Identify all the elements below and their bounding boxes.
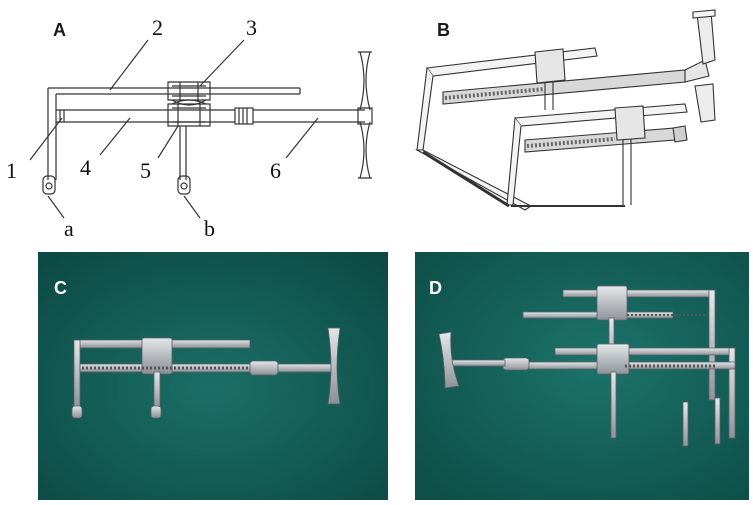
- panel-d: D: [415, 252, 749, 500]
- panel-a: A: [0, 0, 385, 240]
- leader-1: [29, 117, 63, 161]
- coupler: [234, 107, 254, 125]
- leader-5: [157, 125, 179, 159]
- panel-d-label: D: [429, 278, 442, 298]
- pin-label-a: a: [64, 216, 74, 240]
- render-b: [414, 9, 716, 211]
- panel-a-label: A: [53, 20, 66, 40]
- panel-c-label: C: [54, 278, 67, 298]
- part-label-1: 1: [6, 158, 17, 183]
- leader-4: [99, 117, 131, 156]
- photo-d: [415, 252, 749, 500]
- part-label-5: 5: [140, 158, 151, 183]
- photo-c: [38, 252, 388, 500]
- panel-c: C: [38, 252, 388, 500]
- slider-upper: [167, 81, 211, 101]
- slider-lower: [167, 103, 211, 127]
- leader-a: [47, 195, 65, 219]
- pin-label-b: b: [204, 216, 215, 240]
- part-label-4: 4: [80, 155, 91, 180]
- pin-a-shape: [42, 175, 56, 195]
- part-label-6: 6: [270, 158, 281, 183]
- schematic-a: 1 2 3 4 5 6 a b: [6, 15, 373, 240]
- leader-3: [199, 39, 245, 87]
- frame-l-bar: [47, 87, 301, 180]
- leader-2: [109, 39, 149, 91]
- t-handle: [357, 51, 373, 179]
- pin-b-shape: [177, 175, 191, 195]
- handle-shaft: [253, 109, 365, 123]
- leader-b: [183, 195, 201, 219]
- leader-6: [285, 117, 319, 159]
- part-label-2: 2: [152, 15, 163, 40]
- panel-b: B: [385, 0, 753, 240]
- threaded-rod: [56, 109, 235, 123]
- part-label-3: 3: [246, 15, 257, 40]
- panel-b-label: B: [437, 20, 450, 40]
